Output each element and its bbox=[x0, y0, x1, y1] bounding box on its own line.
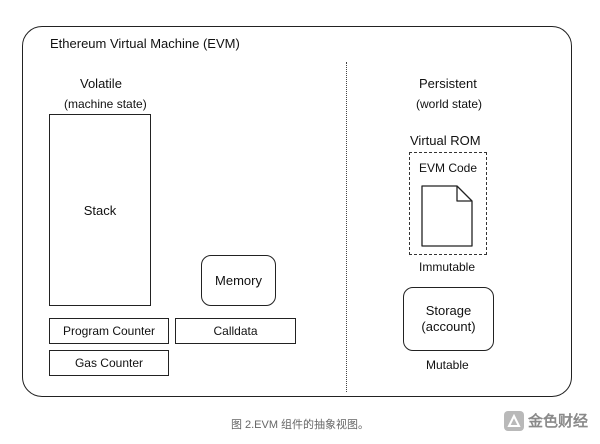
evm-frame bbox=[22, 26, 572, 397]
volatile-heading: Volatile bbox=[80, 76, 122, 91]
stack-label: Stack bbox=[83, 202, 117, 218]
evm-code-label: EVM Code bbox=[418, 161, 478, 175]
volatile-subheading: (machine state) bbox=[64, 97, 147, 111]
memory-box: Memory bbox=[201, 255, 276, 306]
storage-box: Storage (account) bbox=[403, 287, 494, 351]
memory-label: Memory bbox=[215, 273, 262, 288]
immutable-label: Immutable bbox=[419, 260, 476, 274]
watermark-logo-icon bbox=[503, 410, 524, 431]
gas-counter-box: Gas Counter bbox=[49, 350, 169, 376]
storage-label: Storage (account) bbox=[421, 303, 476, 334]
mutable-label: Mutable bbox=[426, 358, 469, 372]
persistent-heading: Persistent bbox=[419, 76, 477, 91]
persistent-subheading: (world state) bbox=[416, 97, 483, 111]
calldata-label: Calldata bbox=[213, 324, 258, 338]
gas-counter-label: Gas Counter bbox=[74, 356, 144, 370]
evm-title: Ethereum Virtual Machine (EVM) bbox=[50, 36, 240, 51]
watermark-text: 金色财经 bbox=[527, 413, 588, 430]
figure-caption: 图 2.EVM 组件的抽象视图。 bbox=[230, 419, 370, 431]
calldata-box: Calldata bbox=[175, 318, 296, 344]
stack-box: Stack bbox=[49, 114, 151, 306]
virtual-rom-box: EVM Code bbox=[409, 152, 487, 255]
program-counter-box: Program Counter bbox=[49, 318, 169, 344]
virtual-rom-label: Virtual ROM bbox=[410, 133, 481, 148]
program-counter-label: Program Counter bbox=[62, 324, 156, 338]
state-divider bbox=[346, 62, 347, 392]
document-icon bbox=[421, 185, 473, 247]
watermark: 金色财经 bbox=[503, 410, 588, 431]
